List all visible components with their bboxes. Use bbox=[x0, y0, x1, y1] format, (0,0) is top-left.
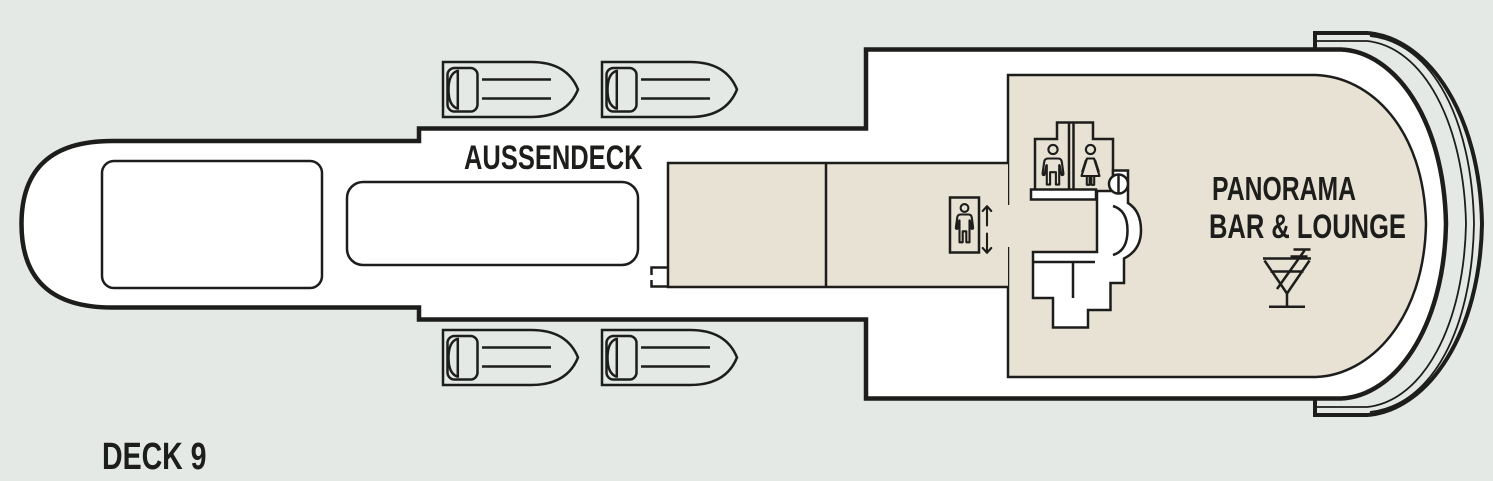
corridor-walls bbox=[666, 161, 1008, 289]
deck-label: DECK 9 bbox=[102, 436, 207, 478]
bulwark-outer-arc bbox=[1367, 31, 1485, 417]
bulwark-top-piece bbox=[1313, 31, 1368, 50]
stairwell-inner-lines bbox=[1033, 260, 1095, 298]
wc-room-outline bbox=[1033, 121, 1115, 191]
lifeboat-icon bbox=[441, 328, 580, 387]
corridor-door-marks bbox=[650, 266, 668, 288]
outdoor-deck-label: AUSSENDECK bbox=[464, 139, 643, 177]
panorama-label-line2: BAR & LOUNGE bbox=[1209, 208, 1406, 246]
lifeboat-icon bbox=[600, 60, 739, 119]
corridor bbox=[650, 161, 1008, 289]
panorama-label: PANORAMA BAR & LOUNGE bbox=[1209, 169, 1406, 247]
elevator-down-arrow-icon bbox=[981, 232, 993, 254]
sun-deck-area bbox=[345, 180, 640, 267]
stairwell-inner-arc bbox=[1112, 204, 1129, 257]
stairwell-body bbox=[1031, 169, 1143, 329]
elevator-up-arrow-icon bbox=[981, 205, 993, 227]
wc-divider-walls bbox=[1067, 122, 1075, 191]
wc-women-icon bbox=[1080, 143, 1101, 186]
wc-counter-bar bbox=[1029, 188, 1098, 201]
cocktail-icon bbox=[1263, 248, 1311, 309]
wc-unit bbox=[1033, 121, 1115, 191]
panorama-label-line1: PANORAMA bbox=[1212, 170, 1356, 207]
bulwark-inner-line bbox=[1316, 40, 1467, 408]
stairwell-structure bbox=[1029, 169, 1143, 329]
lifeboat-icon bbox=[441, 60, 580, 119]
wc-men-icon bbox=[1041, 143, 1065, 186]
stern-room bbox=[100, 159, 324, 290]
lounge-wall bbox=[1006, 73, 1428, 379]
bulwark-middle-line bbox=[1369, 35, 1475, 413]
bow-bulwark bbox=[1313, 31, 1485, 417]
bulwark-bottom-piece bbox=[1313, 398, 1368, 417]
lifeboat-icon bbox=[600, 328, 739, 387]
elevator-icon bbox=[948, 196, 993, 254]
